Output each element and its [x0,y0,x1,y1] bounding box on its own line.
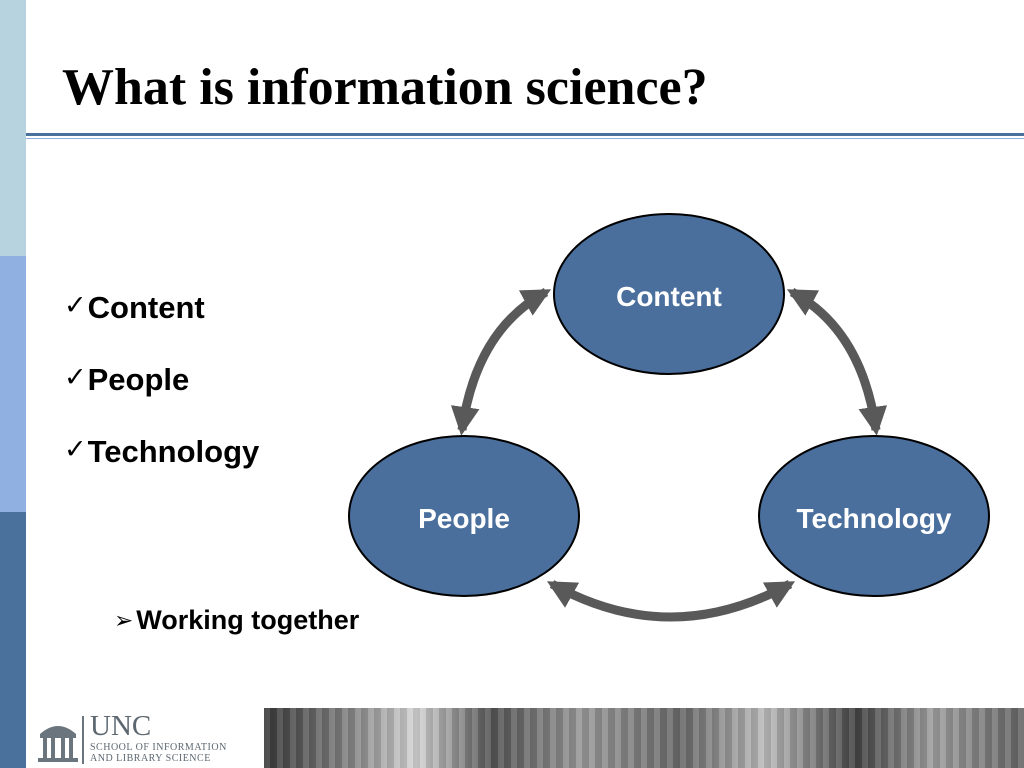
node-content: Content [553,213,785,375]
title-rule-thin [26,138,1024,139]
checkmark-icon: ✓ [64,290,87,321]
node-technology: Technology [758,435,990,597]
arrow-content-people [450,288,552,436]
sub-point: ➢ Working together [114,605,359,636]
old-well-icon [38,726,78,762]
photo-collage [264,708,1024,768]
sidebar-band-bottom [0,512,26,768]
checkmark-icon: ✓ [64,362,87,393]
node-label: Content [616,281,722,312]
logo-divider [82,716,84,764]
sidebar-band-top [0,0,26,256]
node-label: Technology [796,503,951,534]
cycle-diagram: Content People Technology [348,213,990,622]
unc-logo: UNC SCHOOL OF INFORMATION AND LIBRARY SC… [30,712,260,768]
slide-title: What is information science? [62,59,708,116]
checklist-item: ✓ Technology [64,434,259,506]
checklist: ✓ Content ✓ People ✓ Technology [64,290,259,506]
title-rule [26,133,1024,136]
checklist-item-label: People [87,362,190,397]
arrow-bullet-icon: ➢ [114,607,134,634]
checkmark-icon: ✓ [64,434,87,465]
checklist-item: ✓ People [64,362,259,434]
node-people: People [348,435,580,597]
sub-point-label: Working together [136,605,360,635]
logo-subtext: SCHOOL OF INFORMATION AND LIBRARY SCIENC… [90,742,227,764]
checklist-item-label: Technology [87,434,260,469]
checklist-item: ✓ Content [64,290,259,362]
arrow-content-technology [786,288,888,436]
arrow-people-technology [546,580,796,622]
logo-text: UNC [90,710,152,742]
sidebar-band-middle [0,256,26,512]
checklist-item-label: Content [87,290,205,325]
node-label: People [418,503,510,534]
